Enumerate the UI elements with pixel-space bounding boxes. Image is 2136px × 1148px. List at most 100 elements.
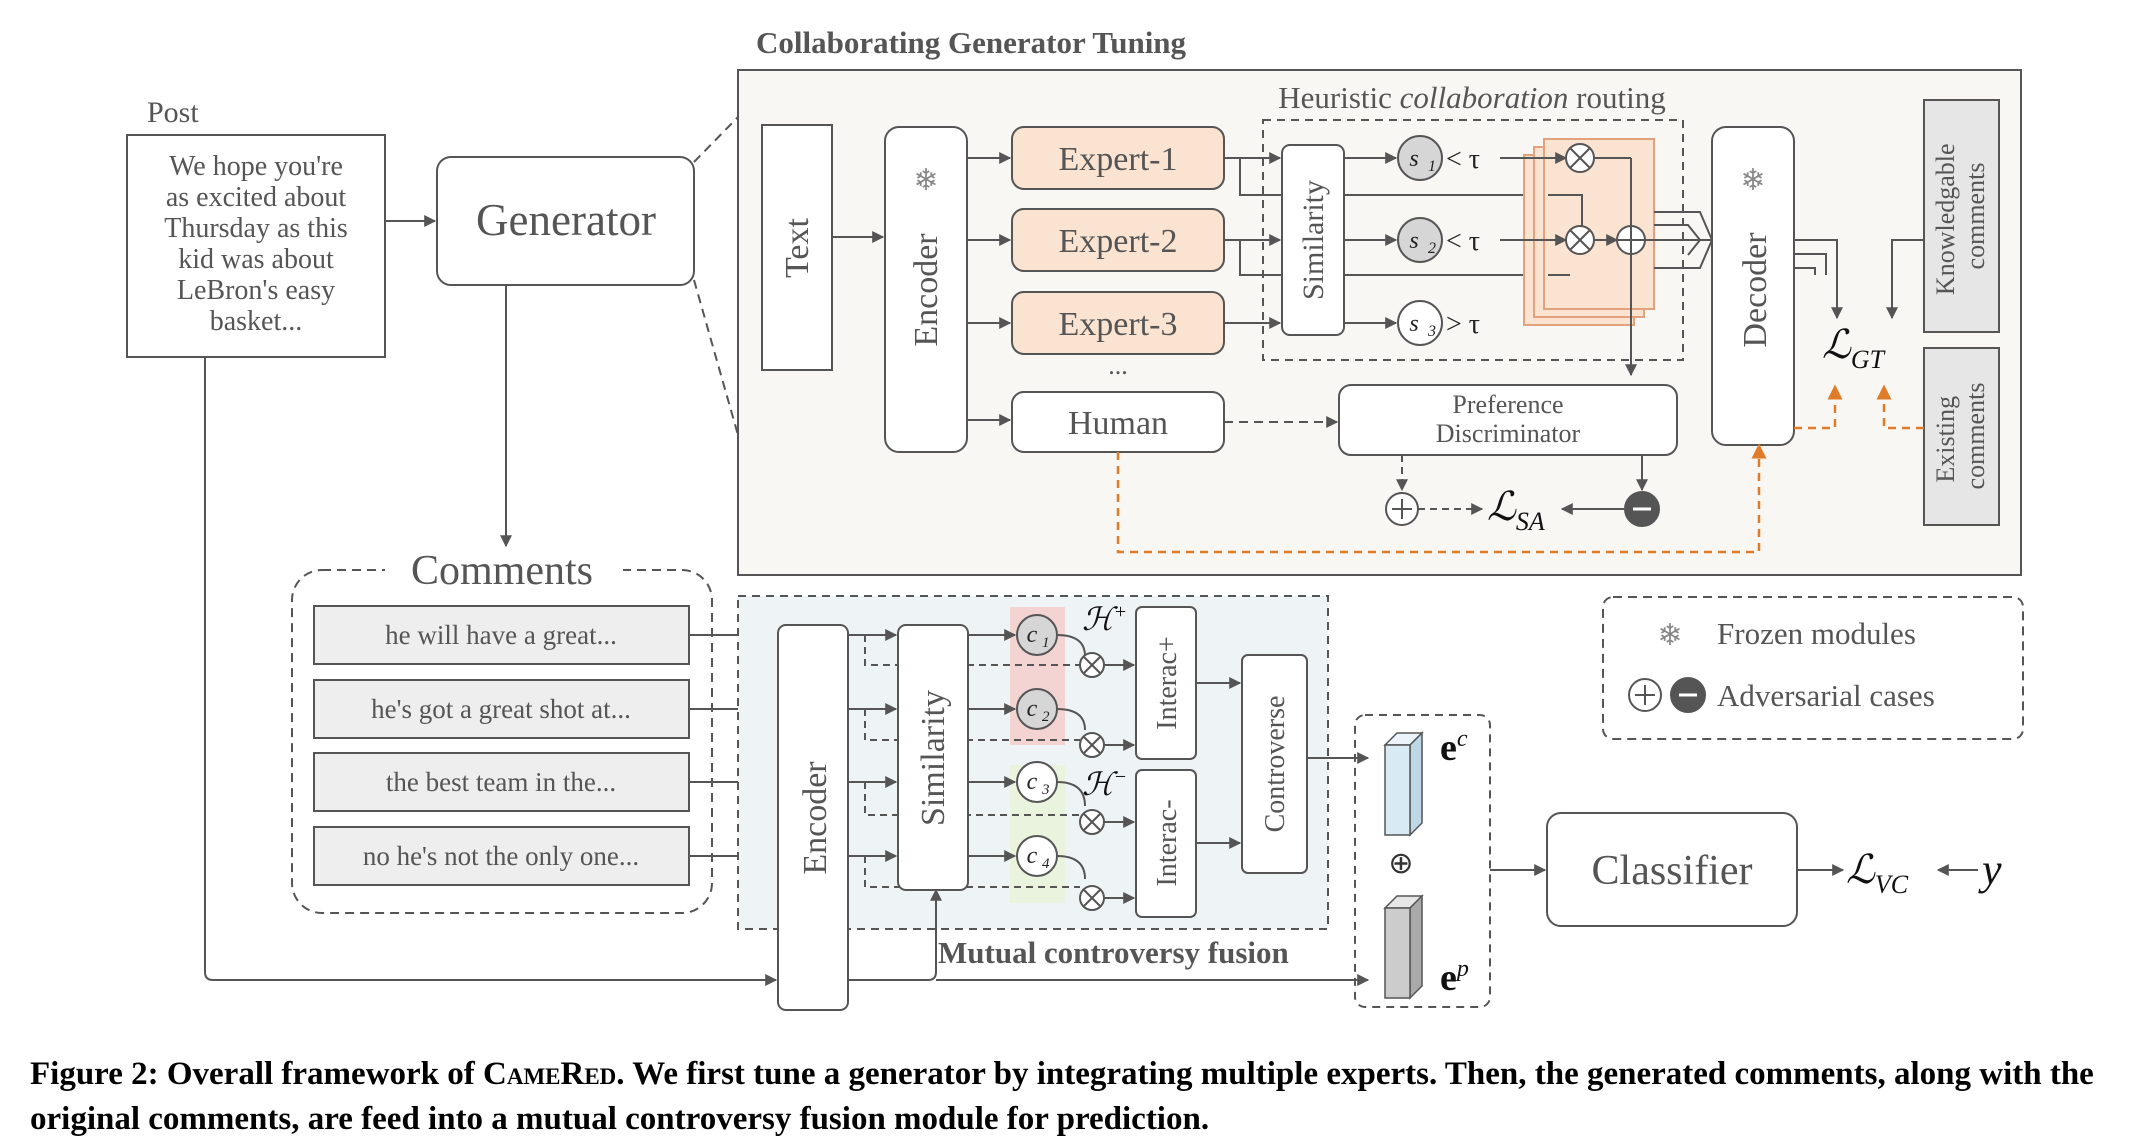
ec-label: ec bbox=[1440, 726, 1468, 769]
svg-text:< τ: < τ bbox=[1446, 226, 1480, 257]
sa-loss-group bbox=[1385, 455, 1660, 527]
tuning-similarity-label: Similarity bbox=[1297, 180, 1330, 300]
svg-text:s: s bbox=[1409, 311, 1418, 337]
svg-text:s: s bbox=[1409, 146, 1418, 172]
svg-text:c: c bbox=[1027, 696, 1038, 722]
controverse-label: Controverse bbox=[1260, 696, 1291, 833]
comments-title-bg bbox=[385, 555, 623, 585]
caption-prefix: Figure 2: Overall framework of bbox=[30, 1056, 484, 1092]
tuning-encoder-snowflake-icon: ❄ bbox=[913, 163, 938, 198]
experts-ellipsis: ... bbox=[1108, 351, 1128, 380]
loss-vc: ℒVC bbox=[1846, 847, 1909, 899]
comments-title: Comments bbox=[411, 548, 593, 594]
fusion-multipliers bbox=[1056, 634, 1136, 911]
svg-text:4: 4 bbox=[1042, 856, 1050, 872]
svg-text:1: 1 bbox=[1428, 158, 1436, 175]
svg-text:as excited about: as excited about bbox=[166, 182, 347, 213]
c-labels: c 1 c 2 c 3 c 4 bbox=[1027, 622, 1050, 872]
preference-label-1: Preference bbox=[1452, 390, 1563, 419]
legend-adversarial-icons bbox=[1628, 677, 1706, 713]
fusion-encoder-outputs bbox=[848, 629, 1130, 981]
experts: Expert-1 Expert-2 Expert-3 ... bbox=[1011, 126, 1225, 380]
encoder-expert-arrows bbox=[967, 152, 1012, 426]
post-label: Post bbox=[147, 96, 199, 129]
expert-2-label: Expert-2 bbox=[1059, 223, 1178, 260]
preference-discriminator-box bbox=[1338, 384, 1678, 456]
ep-label: ep bbox=[1440, 956, 1469, 999]
controverse-box bbox=[1241, 654, 1308, 874]
score-2-circle bbox=[1397, 217, 1443, 263]
multiply-nodes bbox=[1565, 143, 1646, 255]
oplus-symbol: ⊕ bbox=[1388, 846, 1413, 881]
fusion-similarity-box bbox=[897, 624, 969, 891]
svg-text:3: 3 bbox=[1041, 782, 1050, 798]
svg-text:We hope you're: We hope you're bbox=[169, 151, 343, 182]
svg-text:3: 3 bbox=[1427, 323, 1436, 340]
zoom-line-bottom bbox=[693, 279, 739, 436]
ec-cube bbox=[1383, 731, 1424, 837]
svg-text:Thursday as this: Thursday as this bbox=[164, 213, 348, 244]
score-comparisons: < τ < τ > τ bbox=[1446, 144, 1480, 340]
c-nodes bbox=[968, 614, 1058, 877]
classifier-label: Classifier bbox=[1592, 848, 1753, 894]
scores bbox=[1344, 135, 1443, 346]
embedding-group bbox=[1354, 714, 1491, 1008]
tuning-encoder-box bbox=[884, 126, 968, 453]
comment-2-text: he's got a great shot at... bbox=[371, 694, 631, 724]
score-1-circle bbox=[1397, 135, 1443, 181]
post-box bbox=[126, 134, 386, 358]
tuning-encoder-label: Encoder bbox=[908, 233, 945, 347]
svg-text:basket...: basket... bbox=[210, 306, 303, 337]
svg-text:s: s bbox=[1409, 228, 1418, 254]
legend-adversarial-label: Adversarial cases bbox=[1717, 678, 1935, 713]
generator-box bbox=[436, 156, 695, 286]
existing-comments-box bbox=[1923, 347, 2000, 526]
svg-text:c: c bbox=[1027, 769, 1038, 795]
interac-plus-label: Interac+ bbox=[1152, 636, 1183, 730]
svg-text:1: 1 bbox=[1042, 635, 1050, 651]
svg-text:LeBron's easy: LeBron's easy bbox=[177, 275, 335, 306]
zoom-line-top bbox=[693, 116, 739, 163]
caption-name: CameRed bbox=[483, 1056, 617, 1092]
figure-caption: Figure 2: Overall framework of CameRed. … bbox=[30, 1052, 2120, 1142]
svg-text:c: c bbox=[1027, 843, 1038, 869]
svg-text:< τ: < τ bbox=[1446, 144, 1480, 175]
arrow-post-encoder bbox=[204, 357, 778, 986]
decoder-snowflake-icon: ❄ bbox=[1740, 163, 1765, 198]
comment-4-text: no he's not the only one... bbox=[363, 841, 639, 871]
arrow-human-decoder-orange bbox=[1116, 443, 1767, 554]
text-box bbox=[761, 124, 833, 371]
generator-label: Generator bbox=[476, 195, 656, 245]
decoder-output-lines bbox=[1794, 239, 1843, 320]
legend-box bbox=[1602, 596, 2024, 740]
legend-frozen-label: Frozen modules bbox=[1717, 616, 1916, 651]
svg-text:c: c bbox=[1027, 622, 1038, 648]
score-labels: s 1 s 2 s 3 bbox=[1409, 146, 1436, 340]
label-y: y bbox=[1978, 845, 2002, 894]
interac-minus-label: Interac- bbox=[1152, 799, 1183, 886]
fusion-encoder-box bbox=[777, 624, 849, 1011]
comment-3-text: the best team in the... bbox=[386, 767, 616, 797]
fusion-title: Mutual controversy fusion bbox=[938, 935, 1289, 970]
svg-text:2: 2 bbox=[1042, 709, 1050, 725]
knowledgable-comments-box bbox=[1923, 99, 2000, 333]
svg-text:> τ: > τ bbox=[1446, 309, 1480, 340]
comment-1-text: he will have a great... bbox=[385, 620, 617, 650]
post-text: We hope you're as excited about Thursday… bbox=[164, 151, 348, 337]
fusion-similarity-label: Similarity bbox=[915, 690, 952, 826]
decoder-label: Decoder bbox=[1737, 232, 1774, 348]
comment-list: he will have a great... he's got a great… bbox=[313, 605, 690, 886]
preference-label-2: Discriminator bbox=[1436, 419, 1581, 448]
existing-comments-label: Existing comments bbox=[1931, 383, 1990, 490]
legend-snowflake-icon: ❄ bbox=[1657, 618, 1682, 653]
svg-text:2: 2 bbox=[1428, 240, 1436, 257]
fusion-encoder-label: Encoder bbox=[797, 761, 834, 875]
ep-cube bbox=[1383, 894, 1424, 1000]
knowledgable-comments-label: Knowledgable comments bbox=[1931, 137, 1990, 295]
svg-text:kid was about: kid was about bbox=[178, 244, 334, 275]
score-3-circle bbox=[1397, 300, 1443, 346]
expert-3-label: Expert-3 bbox=[1059, 306, 1178, 343]
text-label: Text bbox=[779, 217, 816, 277]
human-label: Human bbox=[1068, 405, 1168, 442]
generator-tuning-title: Collaborating Generator Tuning bbox=[756, 25, 1187, 60]
